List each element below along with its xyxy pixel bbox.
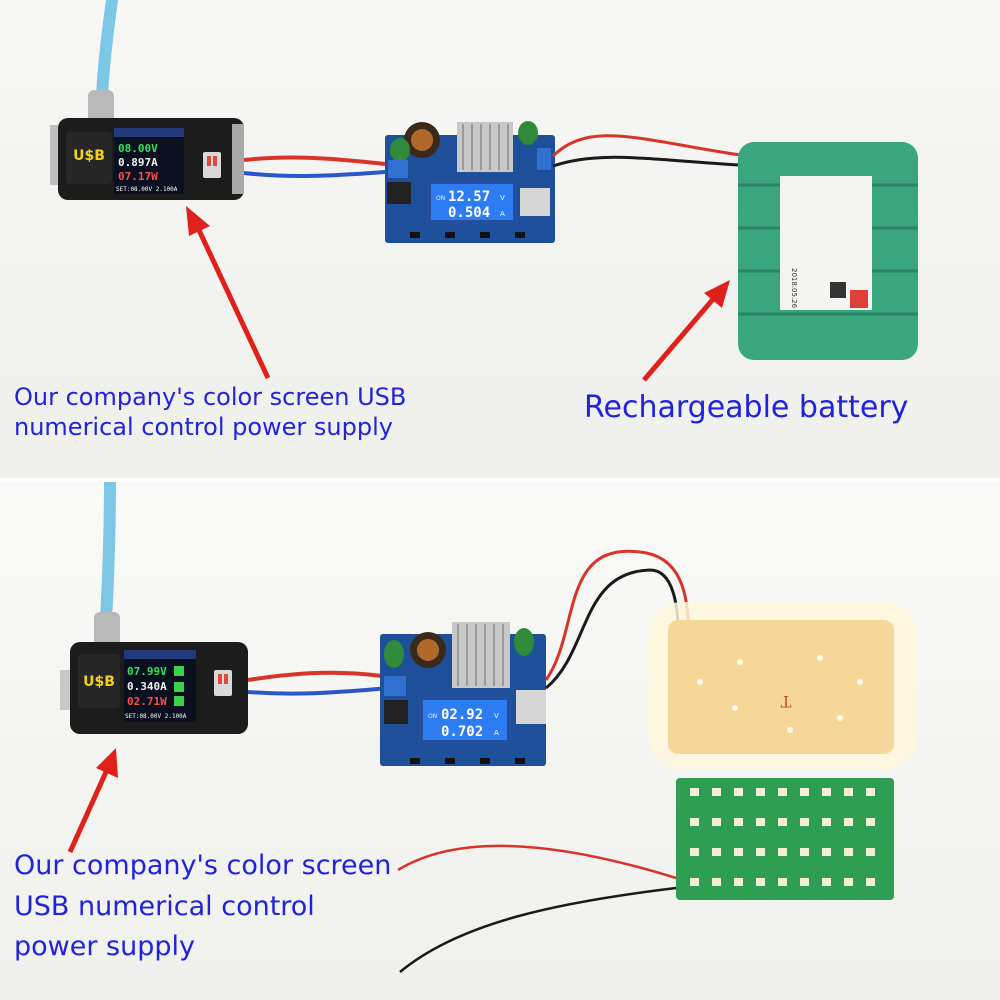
usb-dip-switch bbox=[214, 670, 232, 696]
led-board-green bbox=[676, 778, 894, 900]
top-converter-voltage: 12.57 bbox=[448, 189, 490, 205]
usb-logo-icon: U$B bbox=[83, 674, 115, 690]
caption-usb-supply-top: Our company's color screen USB numerical… bbox=[14, 382, 406, 442]
bottom-usb-voltage: 07.99V bbox=[127, 665, 167, 678]
caption-line: USB numerical control bbox=[14, 890, 315, 922]
panel-divider bbox=[0, 478, 1000, 484]
led-board-black-wire bbox=[399, 886, 677, 973]
caption-line: power supply bbox=[14, 931, 195, 962]
arrow-to-usb-supply bbox=[67, 748, 118, 854]
battery-red-wire bbox=[551, 134, 741, 158]
caption-line: numerical control power supply bbox=[14, 413, 393, 441]
top-converter-current: 0.504 bbox=[448, 205, 490, 221]
bottom-converter-unit-v: V bbox=[494, 712, 499, 720]
arrow-to-battery bbox=[642, 280, 730, 382]
dc-converter-board bbox=[385, 121, 555, 243]
battery-date: 2018.05.26 bbox=[790, 268, 798, 309]
led-board-red-wire bbox=[397, 844, 677, 880]
usb-plug bbox=[94, 612, 120, 648]
caption-line: Our company's color screen USB bbox=[14, 383, 407, 411]
top-converter-unit-a: A bbox=[500, 210, 505, 218]
top-usb-current: 0.897A bbox=[118, 156, 158, 169]
red-wire bbox=[243, 155, 386, 166]
top-usb-set-line: SET:08.00V 2.100A bbox=[116, 186, 178, 193]
led-panel-lit: T bbox=[648, 602, 918, 770]
usb-power-supply: U$B bbox=[60, 642, 248, 734]
top-photo-illustration: U$B 08.00V 0.897A 07.17W SET:08.00V 2.10… bbox=[50, 0, 918, 382]
top-converter-unit-v: V bbox=[500, 194, 505, 202]
bottom-usb-current: 0.340A bbox=[127, 680, 167, 693]
bottom-usb-set-line: SET:08.00V 2.100A bbox=[125, 713, 187, 720]
blue-wire bbox=[247, 686, 391, 696]
usb-power-supply: U$B bbox=[50, 118, 244, 200]
bottom-converter-unit-a: A bbox=[494, 729, 499, 737]
rechargeable-battery-pack bbox=[738, 142, 918, 360]
top-usb-power: 07.17W bbox=[118, 170, 158, 183]
bottom-converter-on-label: ON bbox=[428, 713, 437, 720]
caption-line: Our company's color screen bbox=[14, 850, 392, 881]
usb-dip-switch bbox=[203, 152, 221, 178]
battery-black-wire bbox=[552, 155, 741, 168]
usb-logo-icon: U$B bbox=[73, 148, 105, 164]
red-wire bbox=[247, 670, 391, 682]
top-converter-on-label: ON bbox=[436, 195, 445, 202]
bottom-converter-current: 0.702 bbox=[441, 724, 483, 740]
usb-cable bbox=[96, 0, 118, 101]
dc-converter-board bbox=[380, 622, 546, 766]
arrow-to-usb-supply bbox=[186, 206, 271, 380]
caption-usb-supply-bottom: Our company's color screen USB numerical… bbox=[14, 846, 391, 968]
led-panel-mark-icon: T bbox=[780, 692, 791, 711]
top-photo-panel: U$B 08.00V 0.897A 07.17W SET:08.00V 2.10… bbox=[0, 0, 1000, 480]
bottom-photo-illustration: U$B 07.99V 0.340A 02.71W SET:08.00V 2.10… bbox=[60, 482, 918, 973]
bottom-usb-power: 02.71W bbox=[127, 695, 167, 708]
top-usb-voltage: 08.00V bbox=[118, 142, 158, 155]
bottom-photo-panel: U$B 07.99V 0.340A 02.71W SET:08.00V 2.10… bbox=[0, 482, 1000, 1000]
bottom-converter-voltage: 02.92 bbox=[441, 707, 483, 723]
caption-rechargeable-battery: Rechargeable battery bbox=[584, 390, 909, 425]
led-red-wire bbox=[544, 549, 690, 681]
usb-plug bbox=[88, 90, 114, 126]
blue-wire bbox=[243, 170, 386, 178]
usb-cable bbox=[100, 482, 116, 626]
